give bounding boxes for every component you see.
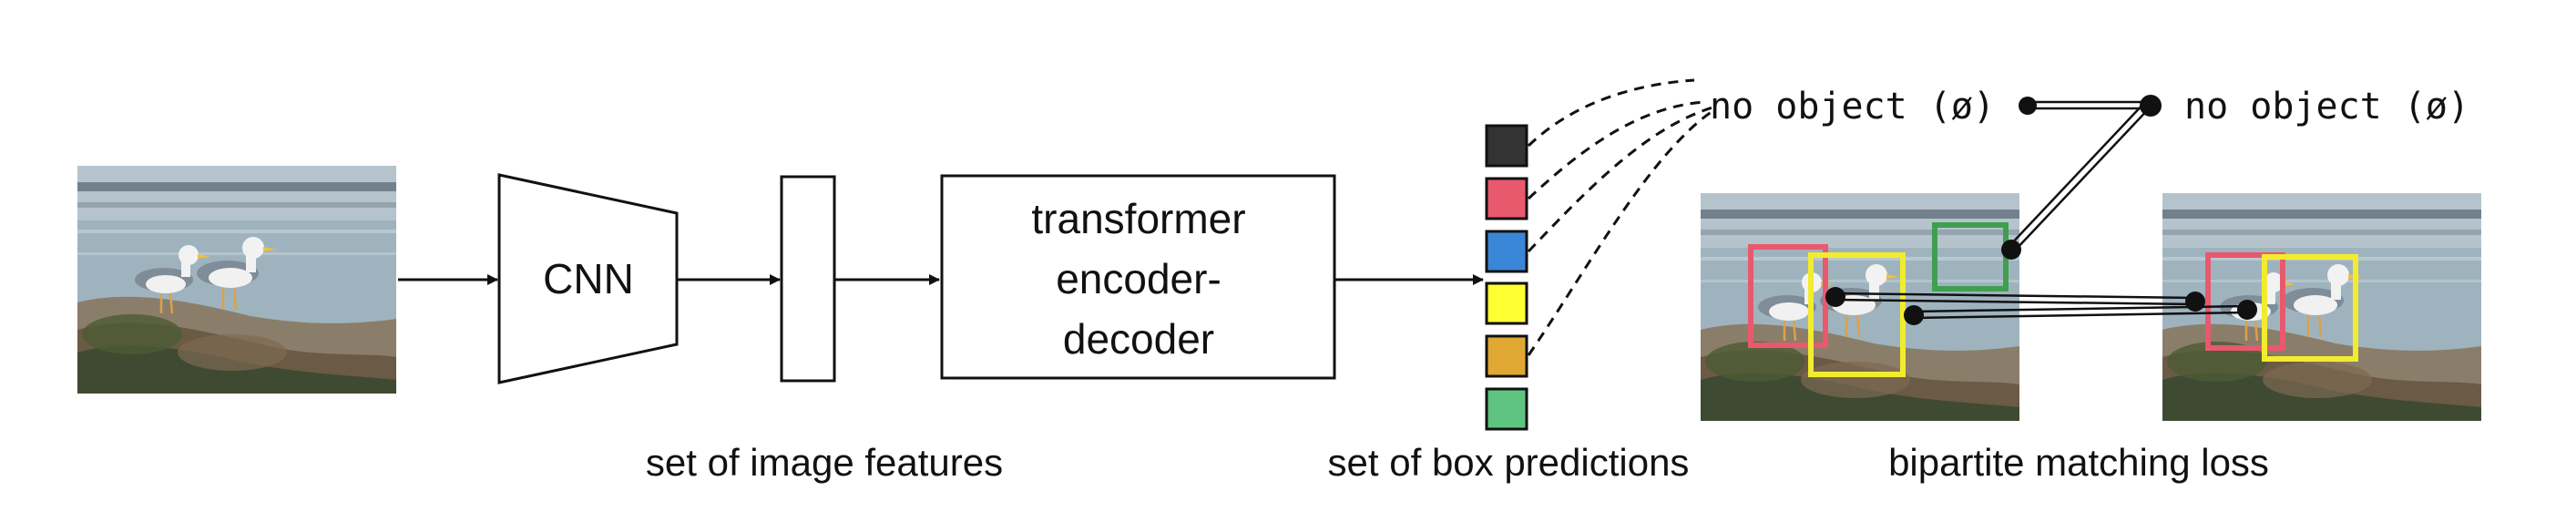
pred-box-yellow: [1808, 252, 1906, 377]
dashed-link: [1527, 100, 1704, 200]
match-dot: [2140, 95, 2162, 117]
box-predictions: [1485, 124, 1528, 431]
caption-matching-loss: bipartite matching loss: [1888, 441, 2269, 484]
match-dot: [1904, 305, 1924, 325]
match-dot: [2185, 292, 2205, 312]
dashed-link: [1527, 109, 1713, 356]
caption-image-features: set of image features: [646, 441, 1003, 484]
pred-box-red: [1748, 244, 1828, 348]
prediction-box: [1485, 177, 1528, 220]
transformer-label-line3: decoder: [1063, 315, 1214, 363]
dashed-links: [1527, 78, 1713, 356]
image-features-block: [780, 175, 836, 383]
cnn-block: [497, 173, 679, 384]
transformer-block: [940, 174, 1336, 380]
gt-box-yellow: [2262, 254, 2358, 362]
match-dot: [2001, 240, 2021, 260]
input-image: [76, 164, 398, 395]
transformer-label-line2: encoder-: [1056, 255, 1222, 302]
prediction-box: [1485, 281, 1528, 325]
caption-box-predictions: set of box predictions: [1328, 441, 1690, 484]
match-dot: [2237, 300, 2257, 320]
gt-box-red: [2205, 252, 2285, 351]
transformer-label-line1: transformer: [1031, 195, 1245, 242]
dashed-link: [1527, 106, 1713, 253]
prediction-box: [1485, 230, 1528, 273]
match-dot: [2019, 97, 2037, 115]
cnn-label: CNN: [543, 255, 634, 302]
match-dot: [1825, 287, 1845, 307]
no-object-label-left: no object (ø): [1710, 86, 1995, 128]
prediction-box: [1485, 124, 1528, 168]
dashed-link: [1527, 78, 1695, 148]
matching-dots: [1825, 95, 2257, 325]
prediction-box: [1485, 387, 1528, 431]
prediction-box: [1485, 334, 1528, 378]
no-object-label-right: no object (ø): [2184, 86, 2469, 128]
